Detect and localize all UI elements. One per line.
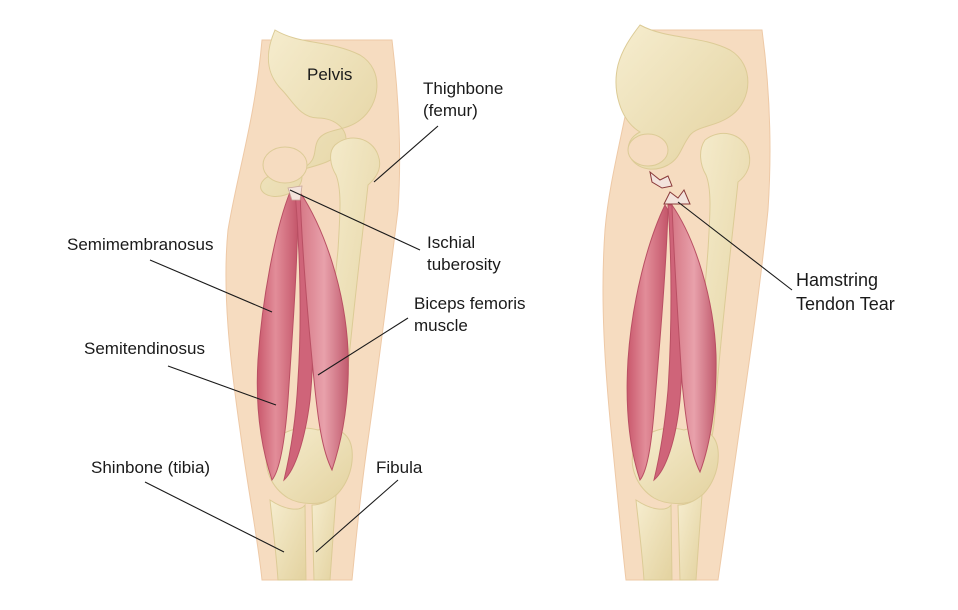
leader-line-fibula <box>315 479 399 553</box>
left-tendon-origin <box>287 185 303 201</box>
leader-line-semitendinosus <box>167 365 277 406</box>
label-thighbone-line1: Thighbone <box>423 79 504 98</box>
label-tear-line1: Hamstring <box>796 270 879 290</box>
label-biceps-line1: Biceps femoris <box>414 294 526 313</box>
label-semimembranosus: Semimembranosus <box>67 235 214 254</box>
left-biceps-femoris-muscle <box>299 190 349 472</box>
label-ischial-line1: Ischial <box>427 233 476 252</box>
label-tear-line2: Tendon Tear <box>796 294 895 314</box>
right-biceps-femoris-muscle <box>671 203 717 474</box>
left-leg-illustration <box>225 29 401 581</box>
leader-lines <box>144 125 793 553</box>
label-pelvis: Pelvis <box>307 65 353 84</box>
label-thighbone-line2: (femur) <box>423 101 478 120</box>
leader-line-semimembranosus <box>149 259 273 313</box>
label-semitendinosus: Semitendinosus <box>84 339 205 358</box>
leader-line-biceps <box>317 317 409 376</box>
leader-line-tear <box>677 201 793 291</box>
leader-line-thighbone <box>373 125 439 183</box>
label-fibula: Fibula <box>376 458 423 477</box>
left-pelvis-bone <box>260 29 378 197</box>
right-leg-illustration <box>602 24 771 581</box>
label-biceps-line2: muscle <box>414 316 468 335</box>
right-pelvis-bone <box>615 24 749 170</box>
right-tibia-bone <box>635 498 673 581</box>
left-obturator-foramen <box>262 146 308 184</box>
right-torn-tendon-end <box>663 189 691 205</box>
right-semimembranosus-muscle <box>626 203 669 482</box>
left-fibula-bone <box>311 493 337 581</box>
left-tibia-bone <box>269 498 307 581</box>
leader-line-ischial <box>289 189 421 251</box>
label-shinbone: Shinbone (tibia) <box>91 458 211 477</box>
left-semimembranosus-muscle <box>256 191 299 482</box>
right-obturator-foramen <box>627 133 669 167</box>
right-torn-ischium-fragment <box>649 170 673 189</box>
leader-line-shinbone <box>144 481 285 553</box>
right-fibula-bone <box>677 493 703 581</box>
label-ischial-line2: tuberosity <box>427 255 501 274</box>
